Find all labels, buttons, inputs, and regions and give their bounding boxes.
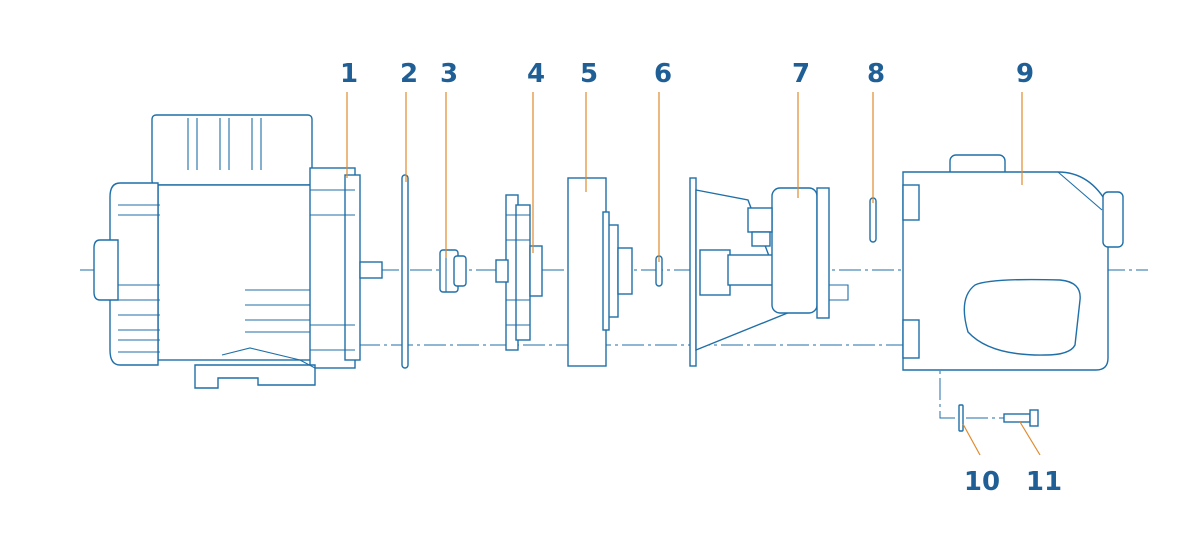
part-motor: [93, 114, 383, 389]
part-label-9: 9: [1016, 59, 1034, 89]
part-label-4: 4: [527, 59, 545, 89]
part-bolt: [1003, 409, 1039, 427]
bolt-axis-drop: [939, 345, 1008, 419]
part-impeller: [495, 194, 543, 351]
part-casing-cover: [689, 177, 849, 367]
leader-line-11: [1019, 421, 1041, 456]
part-label-11: 11: [1026, 467, 1062, 497]
part-washer: [958, 404, 964, 432]
part-label-2: 2: [400, 59, 418, 89]
leader-line-10: [962, 423, 981, 456]
leader-lines: [346, 92, 1041, 456]
part-o-ring: [869, 197, 877, 243]
part-seal: [439, 249, 467, 293]
part-gasket: [401, 174, 409, 369]
part-label-5: 5: [580, 59, 598, 89]
part-label-10: 10: [964, 467, 1000, 497]
part-pump-housing: [902, 154, 1124, 371]
part-label-6: 6: [654, 59, 672, 89]
part-label-7: 7: [792, 59, 810, 89]
part-label-8: 8: [867, 59, 885, 89]
part-label-1: 1: [340, 59, 358, 89]
part-diffuser: [567, 177, 633, 367]
part-label-3: 3: [440, 59, 458, 89]
